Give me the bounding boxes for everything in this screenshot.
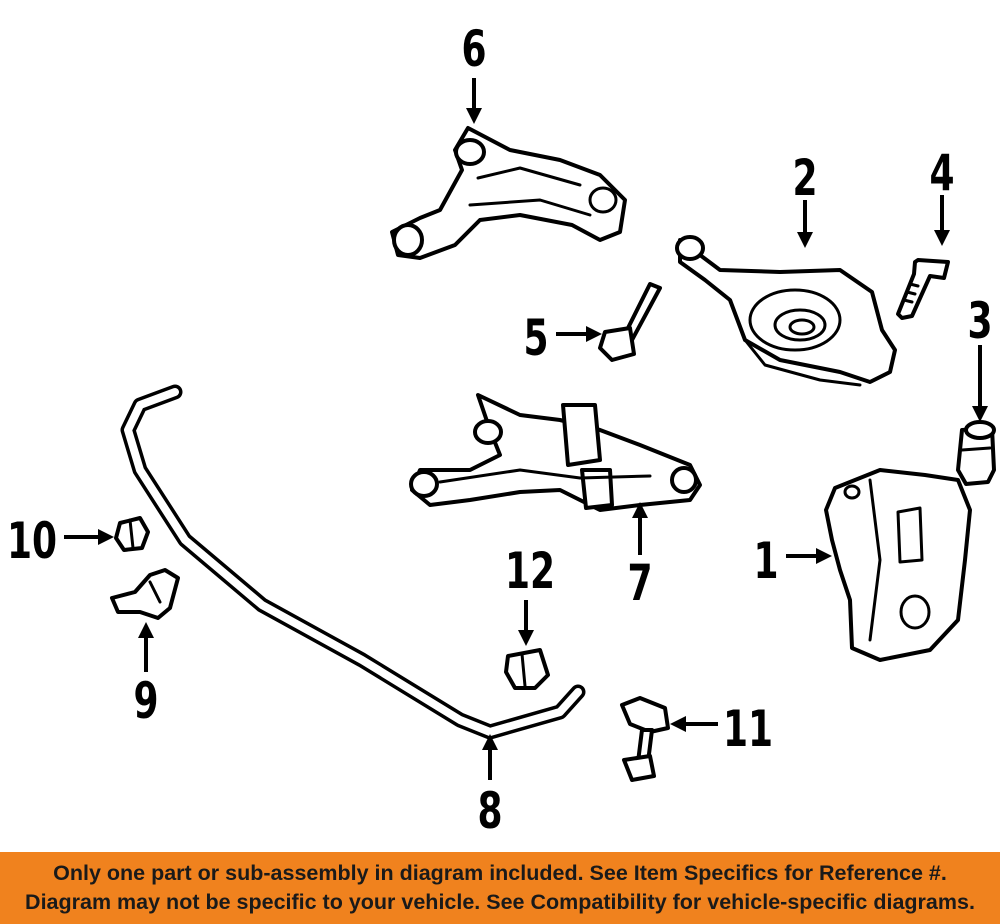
callout-12: 12: [505, 543, 555, 600]
part-6-upper-control-arm: [390, 126, 627, 260]
disclaimer-line-1: Only one part or sub-assembly in diagram…: [53, 861, 947, 885]
callout-5: 5: [523, 310, 548, 367]
part-10-bushing: [114, 516, 150, 552]
callout-7: 7: [627, 555, 652, 612]
callout-11: 11: [723, 701, 773, 758]
callout-6: 6: [461, 21, 486, 78]
part-11-stabilizer-link: [620, 696, 670, 782]
part-12-bushing: [504, 648, 550, 690]
part-5-cam-bolt: [598, 282, 662, 362]
part-2-lower-control-arm: [675, 235, 897, 387]
callout-4: 4: [929, 145, 954, 202]
part-9-bracket: [110, 568, 180, 620]
callout-9: 9: [133, 673, 158, 730]
part-7-lower-control-arm: [409, 393, 702, 512]
callout-8: 8: [477, 783, 502, 840]
disclaimer-banner: Only one part or sub-assembly in diagram…: [0, 852, 1000, 924]
suspension-parts-diagram: 6 2 4 3 5 7 1 8 10 9 12 11: [7, 21, 996, 841]
disclaimer-line-2: Diagram may not be specific to your vehi…: [25, 890, 975, 914]
part-3-bushing: [956, 420, 996, 486]
callout-3: 3: [967, 293, 992, 350]
callout-1: 1: [753, 533, 778, 590]
part-8-stabilizer-bar: [120, 384, 586, 740]
callout-labels: 6 2 4 3 5 7 1 8 10 9 12 11: [7, 21, 993, 840]
callout-2: 2: [792, 150, 817, 207]
part-4-bolt: [896, 258, 950, 320]
callout-arrows: [64, 78, 988, 780]
part-1-knuckle: [824, 468, 972, 662]
callout-10: 10: [7, 513, 57, 570]
